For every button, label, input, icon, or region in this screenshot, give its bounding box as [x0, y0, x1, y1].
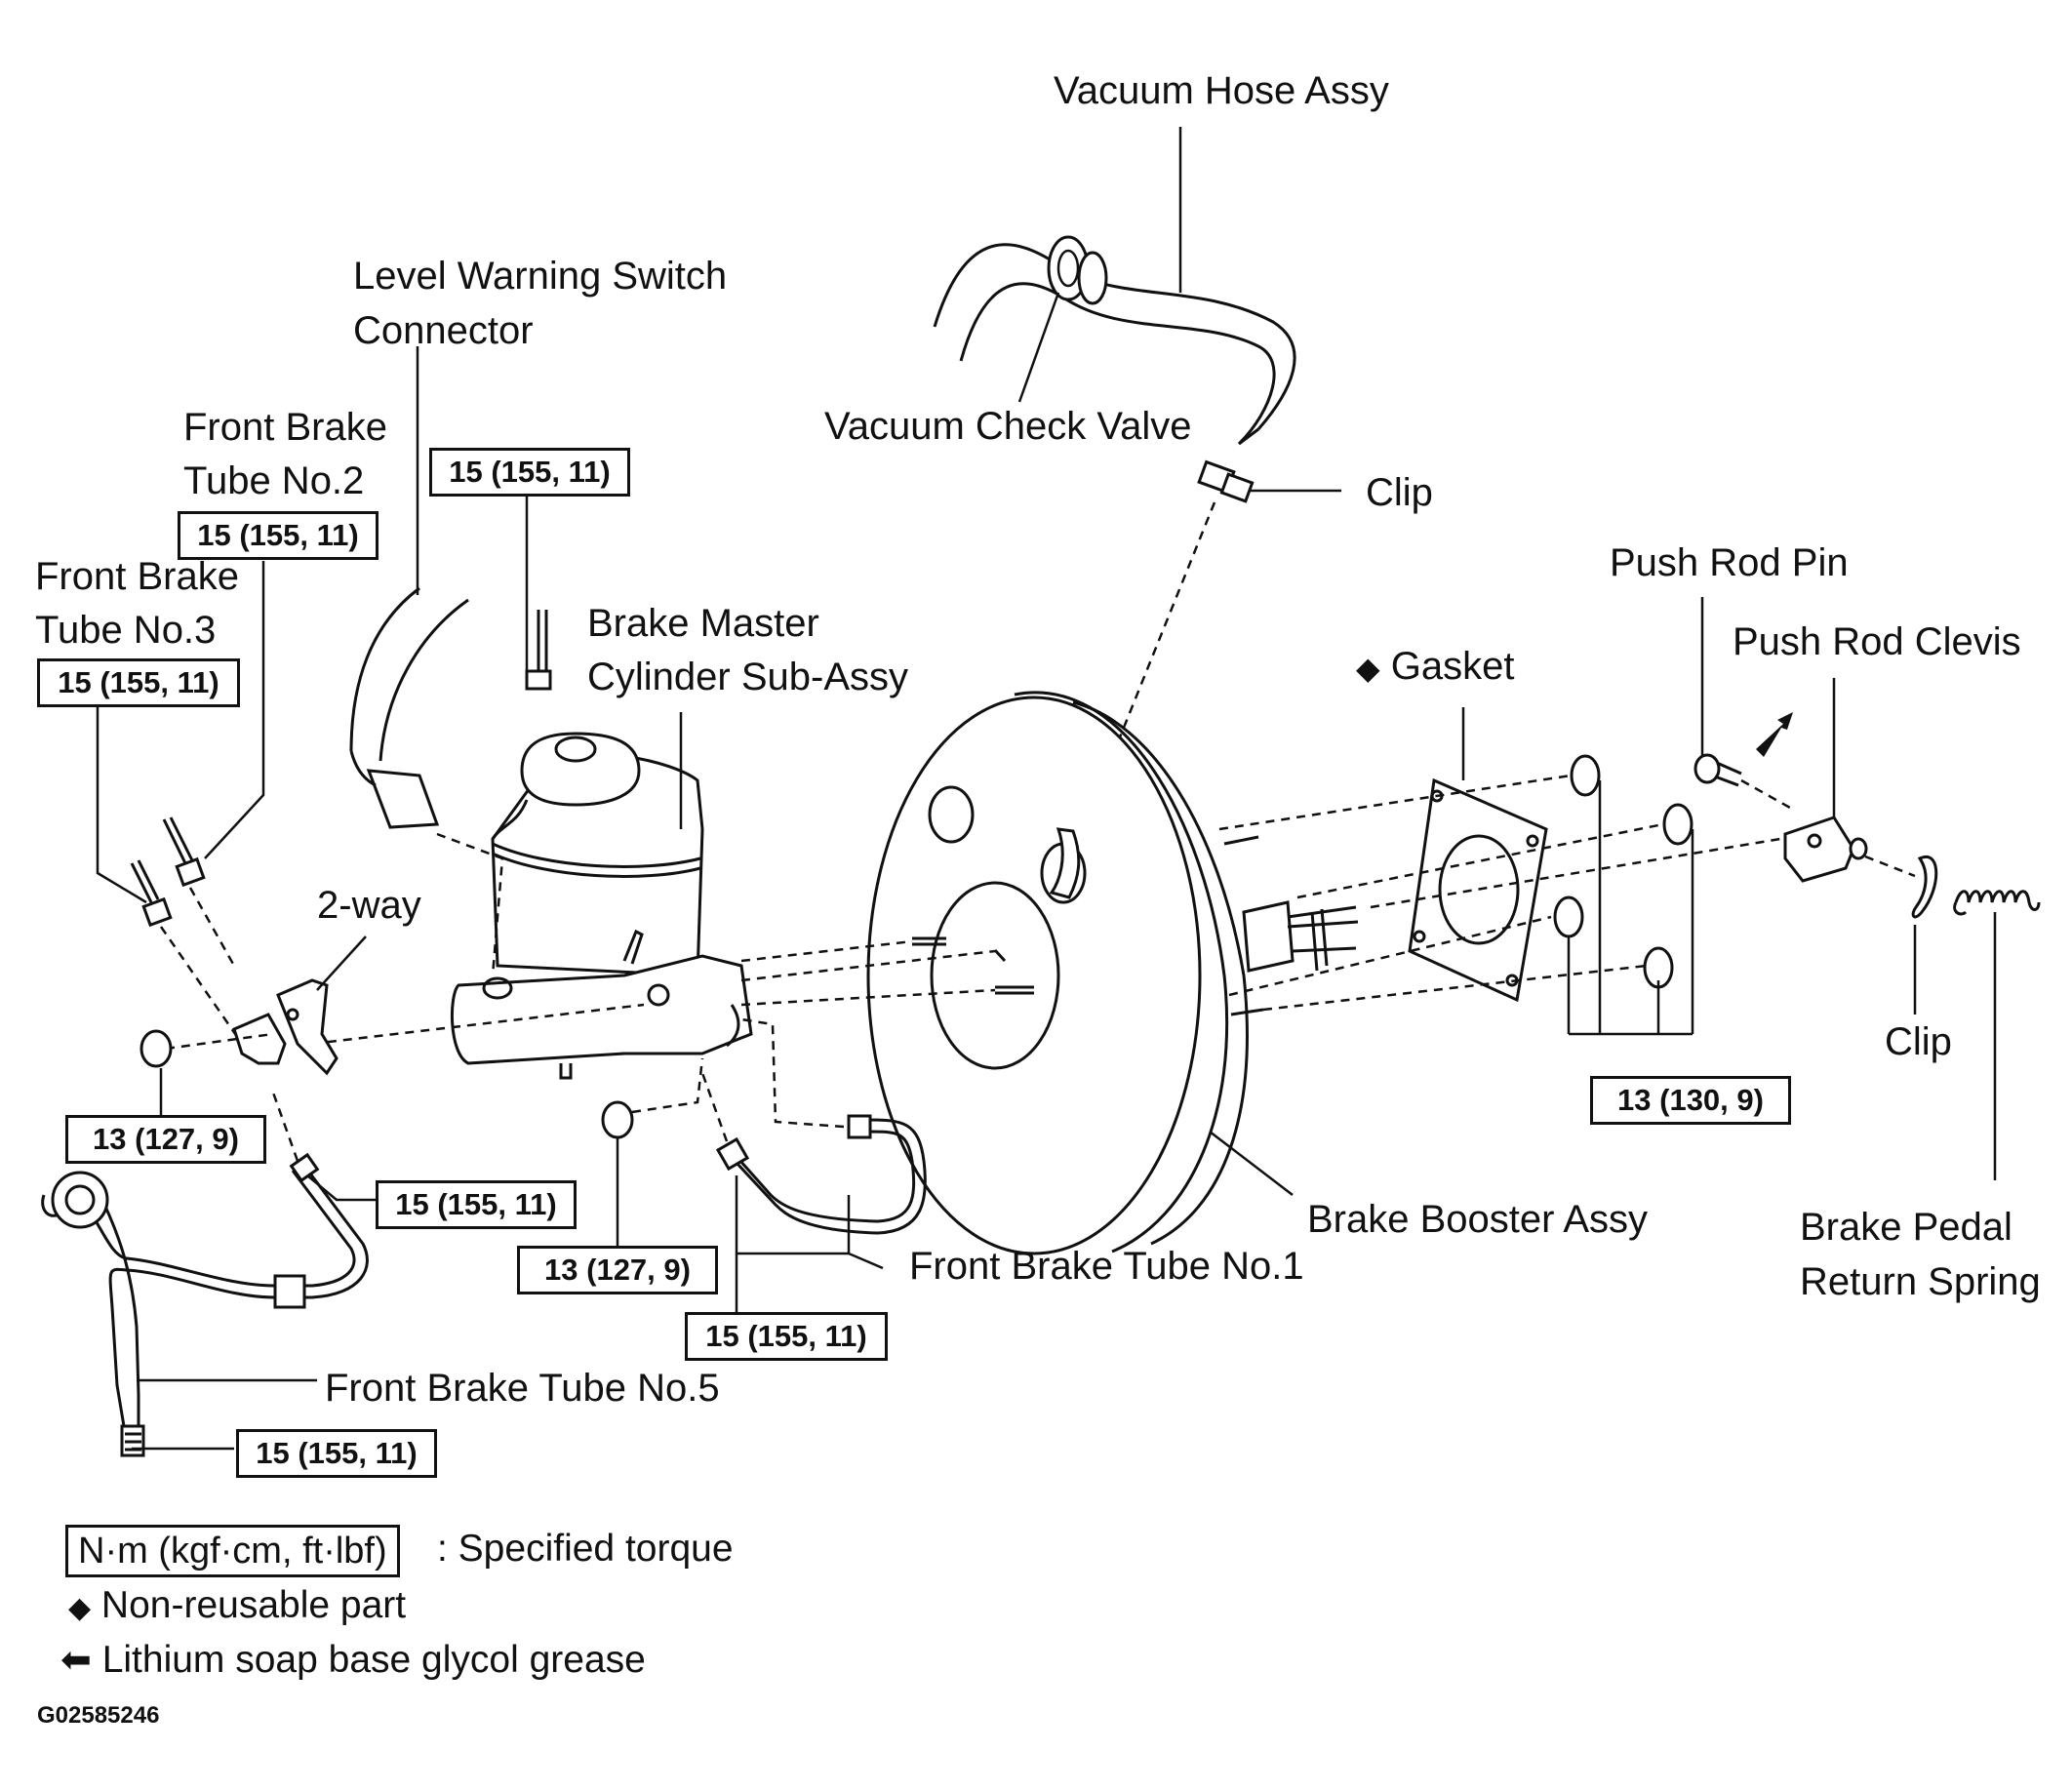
- legend-grease: ⬅ Lithium soap base glycol grease: [60, 1635, 646, 1686]
- brake-master-cylinder-drawing: [450, 732, 753, 1080]
- torque-box-master-cylinder-nut: 13 (127, 9): [517, 1246, 718, 1294]
- non-reusable-icon: ◆: [68, 1592, 92, 1624]
- level-warning-switch-label-line1: Level Warning Switch: [353, 255, 728, 298]
- legend-torque-desc: : Specified torque: [437, 1528, 734, 1570]
- clip-right-label: Clip: [1885, 1020, 1952, 1063]
- torque-box-tube-no5-upper: 15 (155, 11): [376, 1180, 577, 1229]
- brake-pedal-return-spring-label-line2: Return Spring: [1800, 1260, 2041, 1303]
- legend-grease-text: Lithium soap base glycol grease: [101, 1639, 646, 1681]
- gasket-label: ◆ Gasket: [1356, 639, 1514, 696]
- brake-master-cylinder-label-line2: Cylinder Sub-Assy: [587, 656, 909, 698]
- brake-booster-assy-label: Brake Booster Assy: [1307, 1198, 1649, 1241]
- booster-nuts-drawing: [1553, 754, 1693, 989]
- level-warning-switch-connector-drawing: [349, 586, 469, 829]
- torque-box-two-way-nut: 13 (127, 9): [65, 1115, 266, 1164]
- front-brake-tube-no5-drawing: [41, 1152, 369, 1457]
- clip-right-drawing: [1911, 855, 1938, 919]
- push-rod-pin-drawing: [1693, 712, 1793, 787]
- figure-id: G02585246: [37, 1702, 160, 1729]
- torque-box-tube-no1: 15 (155, 11): [685, 1312, 888, 1361]
- brake-pedal-return-spring-drawing: [1953, 890, 2041, 916]
- legend-torque-unit: N·m (kgf·cm, ft·lbf): [65, 1525, 400, 1577]
- clip-top-drawing: [1197, 459, 1255, 503]
- master-cylinder-nut-drawing: [601, 1100, 634, 1139]
- grease-arrow-icon: ⬅: [60, 1640, 92, 1681]
- push-rod-clevis-label: Push Rod Clevis: [1733, 620, 2021, 663]
- brake-booster-drawing: [866, 691, 1359, 1255]
- torque-box-level-switch: 15 (155, 11): [429, 448, 630, 497]
- vacuum-hose-assy-label: Vacuum Hose Assy: [1054, 69, 1389, 112]
- torque-box-tube-no2: 15 (155, 11): [178, 511, 379, 560]
- clip-top-label: Clip: [1366, 471, 1433, 514]
- brake-pedal-return-spring-label-line1: Brake Pedal: [1800, 1206, 2012, 1249]
- front-brake-tube-no3-end-drawing: [130, 859, 173, 928]
- front-brake-tube-no1-label: Front Brake Tube No.1: [909, 1245, 1304, 1288]
- two-way-drawing: [232, 978, 339, 1076]
- front-brake-tube-no3-label-line1: Front Brake: [35, 555, 239, 598]
- non-reusable-icon: ◆: [1356, 651, 1380, 686]
- front-brake-tube-no2-end-drawing: [162, 816, 206, 888]
- front-brake-tube-no2-label-line2: Tube No.2: [183, 459, 365, 502]
- level-switch-bolt-drawing: [525, 610, 552, 691]
- legend-non-reusable: ◆ Non-reusable part: [68, 1580, 406, 1634]
- legend-non-reusable-text: Non-reusable part: [100, 1584, 407, 1626]
- gasket-drawing: [1408, 777, 1548, 1003]
- torque-box-tube-no5-lower: 15 (155, 11): [236, 1429, 437, 1478]
- torque-box-booster-nuts: 13 (130, 9): [1590, 1076, 1791, 1125]
- front-brake-tube-no2-label-line1: Front Brake: [183, 406, 387, 449]
- front-brake-tube-no1-drawing: [715, 1114, 927, 1235]
- vacuum-check-valve-label: Vacuum Check Valve: [824, 405, 1192, 448]
- front-brake-tube-no5-label: Front Brake Tube No.5: [325, 1367, 720, 1410]
- gasket-label-text: Gasket: [1390, 645, 1515, 688]
- push-rod-clevis-drawing: [1783, 816, 1868, 883]
- two-way-label: 2-way: [317, 884, 421, 927]
- torque-box-tube-no3: 15 (155, 11): [37, 658, 240, 707]
- level-warning-switch-label-line2: Connector: [353, 309, 534, 352]
- brake-master-cylinder-label-line1: Brake Master: [587, 602, 819, 645]
- front-brake-tube-no3-label-line2: Tube No.3: [35, 609, 217, 652]
- two-way-nut-drawing: [139, 1029, 173, 1068]
- vacuum-hose-assy-drawing: [933, 235, 1296, 446]
- push-rod-pin-label: Push Rod Pin: [1610, 541, 1849, 584]
